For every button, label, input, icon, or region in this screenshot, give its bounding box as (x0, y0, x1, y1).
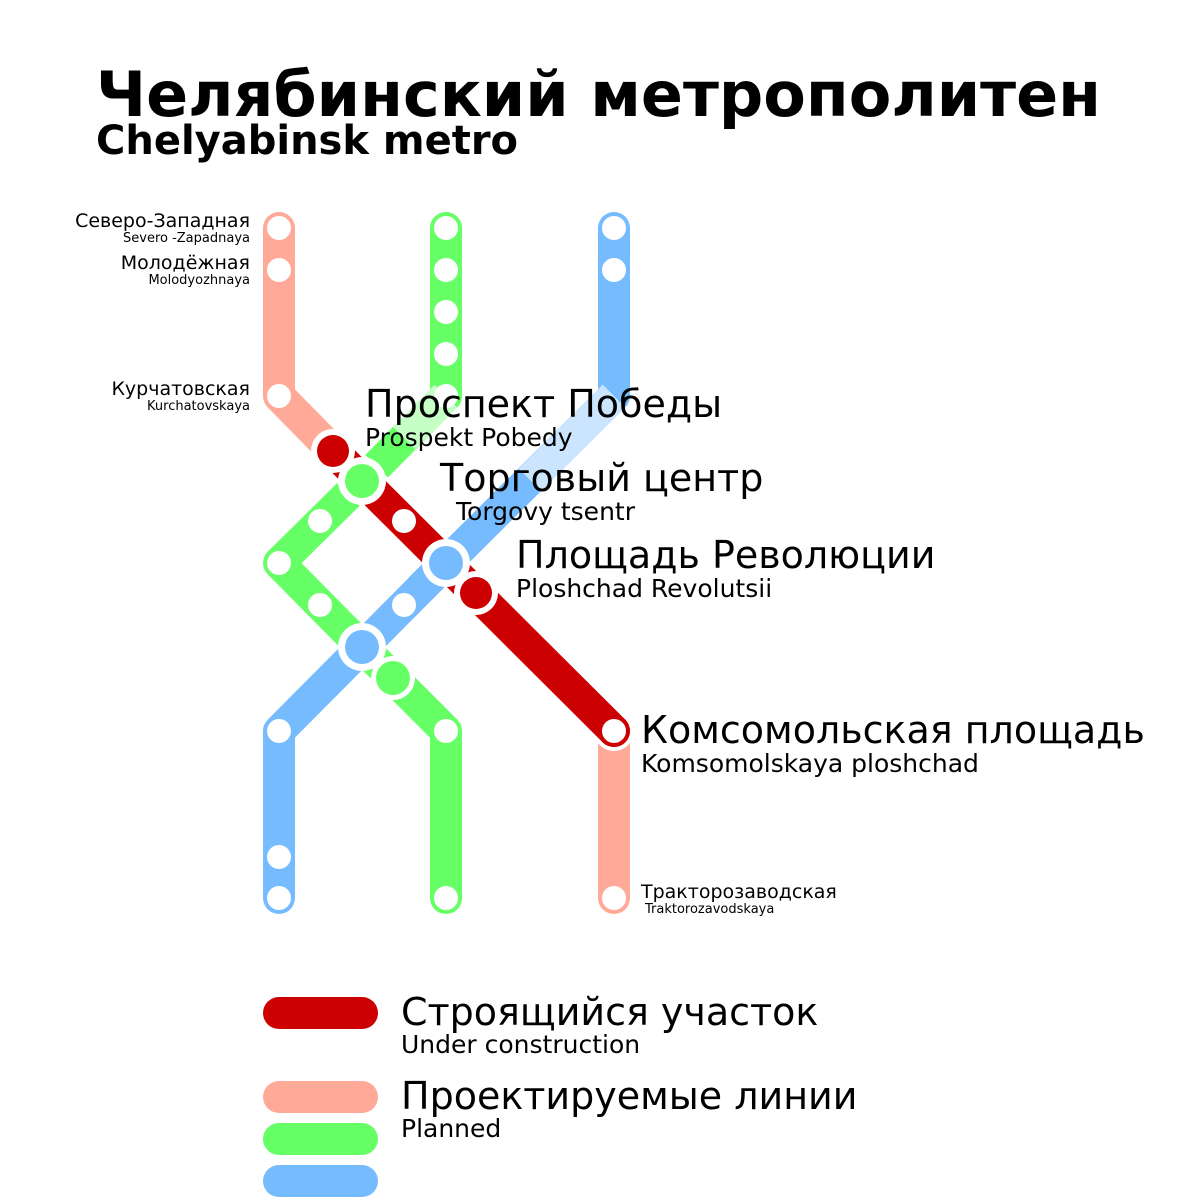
interchange-stations (311, 429, 630, 747)
station-name-ru: Тракторозаводская (641, 881, 837, 903)
station-label-ploshchad-revolutsii: Площадь Революции Ploshchad Revolutsii (516, 535, 935, 602)
station-name-ru: Площадь Революции (516, 533, 936, 577)
station-name-ru: Проспект Победы (365, 382, 723, 426)
legend-planned: Проектируемые линии Planned (401, 1076, 857, 1142)
station-label-severo-zapadnaya: Северо-Западная Severo -Zapadnaya (75, 211, 250, 246)
station-label-prospekt-pobedy: Проспект Победы Prospekt Pobedy (365, 384, 722, 451)
station-name-en: Molodyozhnaya (148, 273, 250, 288)
station-name-en: Torgovy tsentr (456, 497, 635, 526)
station-name-en: Traktorozavodskaya (645, 902, 775, 917)
station-name-ru: Торговый центр (440, 456, 764, 500)
station-name-en: Severo -Zapadnaya (123, 231, 250, 246)
station-name-ru: Молодёжная (120, 252, 250, 274)
station-label-komsomolskaya-ploshchad: Комсомольская площадь Komsomolskaya plos… (641, 710, 1145, 777)
legend-label-ru: Строящийся участок (401, 990, 819, 1034)
map-subtitle: Chelyabinsk metro (96, 118, 519, 164)
station-name-en: Komsomolskaya ploshchad (641, 749, 979, 778)
station-dots (267, 216, 626, 910)
station-name-ru: Северо-Западная (75, 210, 250, 232)
station-label-kurchatovskaya: Курчатовская Kurchatovskaya (111, 379, 250, 414)
station-label-molodyozhnaya: Молодёжная Molodyozhnaya (121, 253, 250, 288)
station-name-ru: Комсомольская площадь (641, 708, 1145, 752)
legend-swatches (263, 997, 378, 1197)
station-label-torgovy-tsentr: Торговый центр Torgovy tsentr (440, 458, 763, 525)
legend-label-en: Planned (401, 1114, 502, 1143)
station-name-en: Ploshchad Revolutsii (516, 574, 773, 603)
station-name-en: Prospekt Pobedy (365, 423, 573, 452)
station-label-traktorozavodskaya: Тракторозаводская Traktorozavodskaya (641, 882, 837, 917)
station-name-ru: Курчатовская (111, 378, 250, 400)
map-title: Челябинский метрополитен (96, 58, 1101, 131)
station-name-en: Kurchatovskaya (147, 399, 250, 414)
legend-under-construction: Строящийся участок Under construction (401, 992, 818, 1058)
legend-label-en: Under construction (401, 1030, 641, 1059)
legend-label-ru: Проектируемые линии (401, 1074, 858, 1118)
